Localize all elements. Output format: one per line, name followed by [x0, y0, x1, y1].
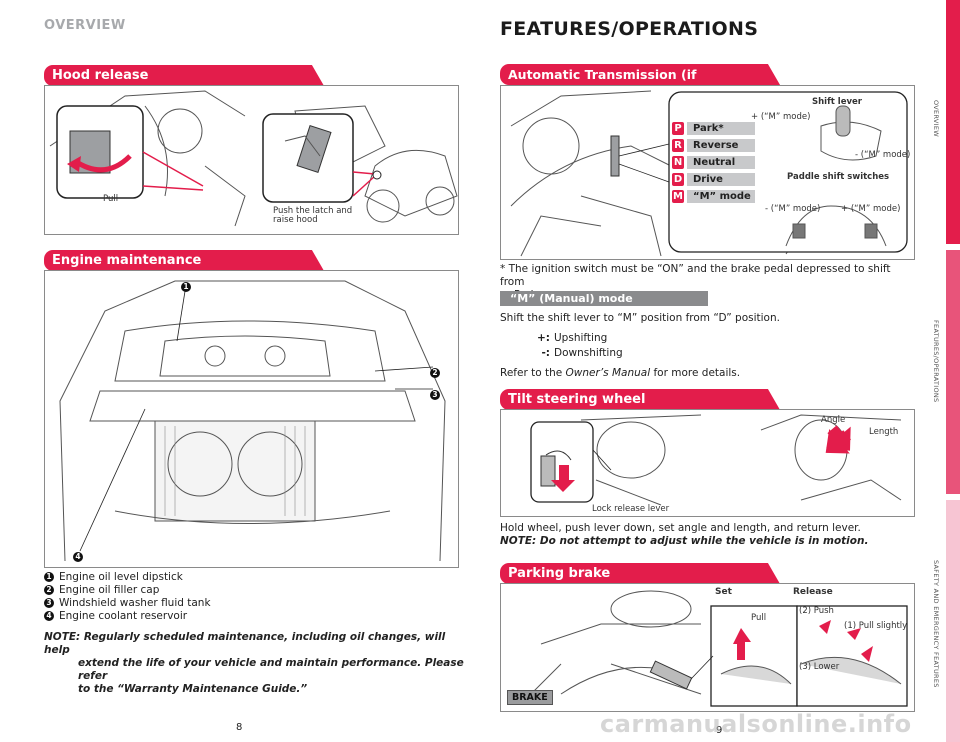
callout-1: 1: [181, 275, 196, 294]
transmission-section-tab: Automatic Transmission (if equipped): [500, 64, 766, 99]
page-number-right: 9: [716, 725, 723, 736]
engine-bay-illustration: 1 2 3 4: [44, 270, 459, 568]
side-tab-safety-bar: [946, 500, 960, 742]
side-tab-overview[interactable]: OVERVIEW: [932, 100, 940, 138]
tilt-note: NOTE: Do not attempt to adjust while the…: [500, 535, 869, 547]
side-tab-safety[interactable]: SAFETY AND EMERGENCY FEATURES: [932, 560, 940, 688]
push-latch-label-line2: raise hood: [273, 215, 318, 225]
hood-release-illustration: Pull Push the latch and raise hood: [44, 85, 459, 235]
parking-brake-illustration: Set Release Pull (2) Push (1) Pull sligh…: [500, 583, 915, 712]
paddle-plus-label: + (“M” mode): [841, 204, 901, 214]
push-latch-label-line1: Push the latch and: [273, 206, 353, 216]
downshift-row: -:Downshifting: [541, 347, 623, 359]
callout-2: 2: [430, 361, 445, 380]
set-label: Set: [715, 587, 732, 597]
engine-maintenance-note: NOTE: Regularly scheduled maintenance, i…: [44, 631, 464, 696]
tilt-steering-title: Tilt steering wheel: [500, 389, 766, 410]
paddle-shift-label: Paddle shift switches: [787, 172, 890, 182]
plus-m-mode-label: + (“M” mode): [751, 112, 811, 122]
angle-label: Angle: [821, 415, 846, 425]
side-tab-overview-bar: [946, 0, 960, 244]
pull-label: Pull: [103, 194, 119, 204]
pull-brake-label: Pull: [751, 613, 767, 623]
pull-slightly-label: (1) Pull slightly: [844, 621, 908, 631]
tilt-steering-section-tab: Tilt steering wheel: [500, 388, 766, 410]
note-line-2: extend the life of your vehicle and main…: [78, 657, 464, 682]
transmission-title: Automatic Transmission (if equipped): [500, 64, 766, 99]
minus-m-mode-label: - (“M” mode): [855, 150, 911, 160]
brake-warning-badge: BRAKE: [507, 690, 553, 705]
tilt-steering-drawing: [530, 414, 902, 506]
lock-release-label: Lock release lever: [592, 504, 670, 514]
callout-4: 4: [73, 545, 88, 564]
tilt-instructions: Hold wheel, push lever down, set angle a…: [500, 522, 861, 534]
owners-manual-link: Owner’s Manual: [565, 367, 651, 379]
owners-manual-reference: Refer to the Owner’s Manual for more det…: [500, 367, 741, 379]
lower-label: (3) Lower: [799, 662, 840, 672]
length-label: Length: [869, 427, 899, 437]
parking-brake-drawing: [520, 590, 908, 707]
upshift-row: +:Upshifting: [537, 332, 608, 344]
note-line-1: NOTE: Regularly scheduled maintenance, i…: [44, 631, 446, 656]
shift-lever-label: Shift lever: [812, 97, 862, 107]
callout-3: 3: [430, 383, 445, 402]
push-latch-label: Push the latch and raise hood: [273, 207, 352, 225]
page-number-left: 8: [236, 722, 243, 733]
hood-release-title: Hood release: [44, 65, 310, 86]
engine-bay-drawing: [59, 280, 446, 562]
left-page-header: OVERVIEW: [44, 18, 126, 33]
manual-mode-text: Shift the shift lever to “M” position fr…: [500, 312, 780, 324]
engine-maintenance-section-tab: Engine maintenance: [44, 249, 310, 271]
footnote-line-1: * The ignition switch must be “ON” and t…: [500, 263, 891, 288]
side-tab-features[interactable]: FEATURES/OPERATIONS: [932, 320, 940, 403]
paddle-minus-label: - (“M” mode): [765, 204, 821, 214]
release-label: Release: [793, 587, 833, 597]
parking-brake-section-tab: Parking brake: [500, 562, 766, 584]
push-button-label: (2) Push: [799, 606, 834, 616]
tilt-steering-illustration: Lock release lever Angle Length: [500, 409, 915, 517]
note-line-3: to the “Warranty Maintenance Guide.”: [78, 683, 308, 695]
hood-release-drawing: [49, 90, 458, 227]
manual-mode-header: “M” (Manual) mode: [500, 291, 708, 306]
engine-maintenance-title: Engine maintenance: [44, 250, 310, 271]
right-page-header: FEATURES/OPERATIONS: [500, 18, 759, 40]
parking-brake-title: Parking brake: [500, 563, 766, 584]
watermark: carmanualsonline.info: [600, 710, 912, 738]
side-tab-features-bar: [946, 250, 960, 494]
hood-release-section-tab: Hood release: [44, 64, 310, 86]
